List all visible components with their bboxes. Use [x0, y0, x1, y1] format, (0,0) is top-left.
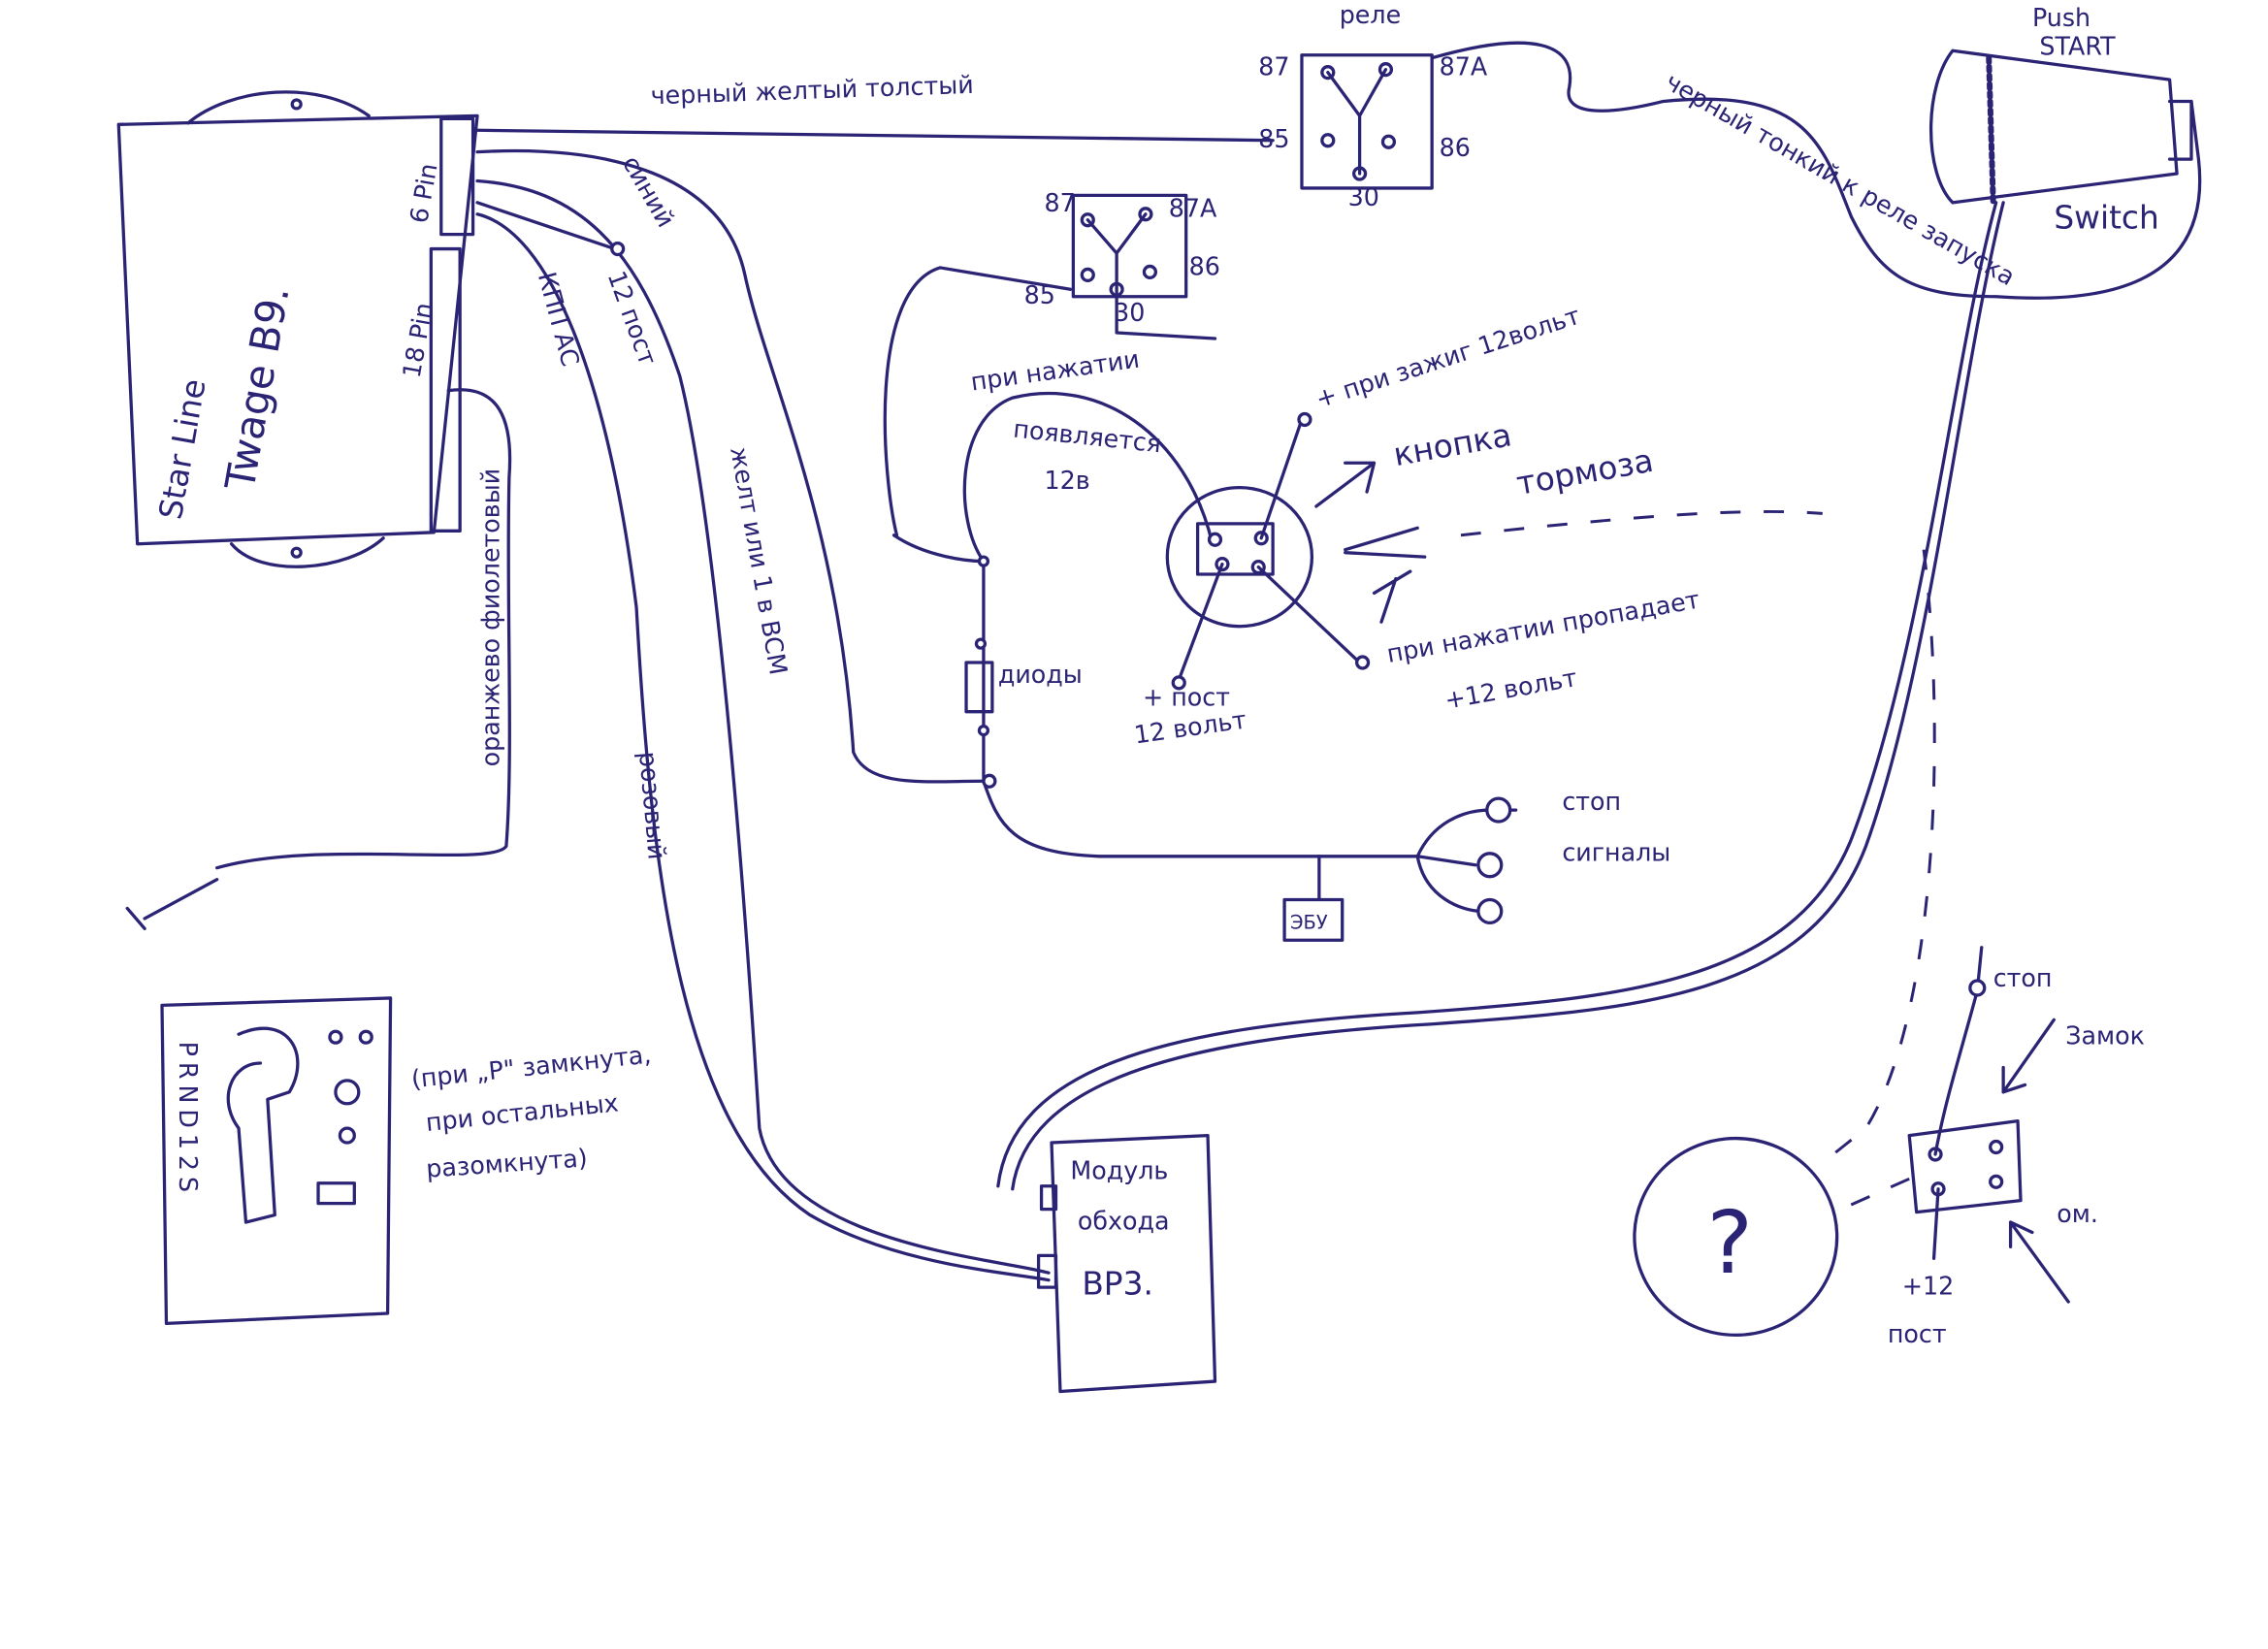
- relay-top-87a: 87A: [1440, 52, 1488, 81]
- question-mark: ?: [1706, 1193, 1752, 1294]
- brake-appears-1: при нажатии: [969, 344, 1142, 397]
- relay-mid-87: 87: [1045, 188, 1076, 217]
- relay-mid-87a: 87A: [1169, 194, 1217, 223]
- brake-disappears-2: +12 вольт: [1442, 663, 1579, 715]
- ignition-lock: стоп Замок ом. +12 пост: [1888, 946, 2145, 1348]
- module-line1: Модуль: [1070, 1155, 1168, 1184]
- wire-label-yellow: желт или 1 в BCM: [725, 444, 794, 677]
- bypass-module: Модуль обхода BP3.: [1036, 1133, 1217, 1394]
- push-title-1: Push: [2032, 3, 2090, 32]
- brake-appears-3: 12в: [1045, 466, 1090, 495]
- diodes-label: диоды: [998, 660, 1083, 689]
- wire-label-top: черный желтый толстый: [650, 70, 974, 111]
- module-line2: обхода: [1078, 1207, 1170, 1236]
- connector-6pin: [439, 116, 475, 237]
- brake-button-1: кнопка: [1391, 416, 1514, 473]
- relay-top: реле 87 87A 85 86 30: [1258, 0, 1488, 211]
- relay-mid-30: 30: [1114, 298, 1145, 327]
- wire-label-start: черный тонкий к реле запуска: [1661, 67, 2021, 291]
- brake-ignition: + при зажиг 12вольт: [1312, 301, 1583, 414]
- relay-top-85: 85: [1258, 124, 1289, 153]
- pin6-label: 6 Pin: [404, 161, 442, 225]
- wire-label-const12: 12 пост: [602, 267, 664, 369]
- brake-appears-2: появляется: [1012, 414, 1162, 459]
- push-start-switch: Push START Switch: [1928, 3, 2193, 237]
- stop-label-1: стоп: [1562, 787, 1621, 816]
- lock-const-1: +12: [1902, 1272, 1954, 1301]
- relay-top-87: 87: [1258, 52, 1289, 81]
- push-title-2: START: [2039, 32, 2116, 61]
- ecu-label: ЭБУ: [1290, 911, 1328, 933]
- selector-note-2: при остальных: [424, 1087, 620, 1137]
- relay-mid: 87 87A 85 86 30: [1024, 188, 1220, 340]
- wire-label-orange: оранжево фиолетовый: [475, 469, 504, 767]
- gear-positions: PRND12S: [174, 1042, 203, 1198]
- alarm-unit: Star Line Twage B9. 6 Pin 18 Pin: [116, 90, 479, 568]
- lock-stop: стоп: [1993, 963, 2053, 992]
- unknown-component: ?: [1633, 1136, 1839, 1337]
- module-line3: BP3.: [1082, 1266, 1153, 1303]
- brake-switch: [1165, 411, 1427, 691]
- brake-const-1: + пост: [1143, 683, 1230, 712]
- wire-label-pink: розовый: [633, 750, 672, 860]
- push-switch-label: Switch: [2054, 200, 2158, 237]
- relay-mid-86: 86: [1189, 251, 1220, 280]
- stop-label-2: сигналы: [1562, 837, 1670, 866]
- wire-label-kpp: КПП АС: [533, 269, 586, 370]
- unit-model: Twage B9.: [215, 282, 298, 495]
- unit-brand: Star Line: [152, 376, 213, 522]
- selector-note-3: разомкнута): [425, 1143, 588, 1183]
- gear-selector: PRND12S: [160, 996, 393, 1326]
- relay-top-86: 86: [1440, 133, 1471, 162]
- wires: [125, 41, 2202, 1282]
- relay-top-30: 30: [1348, 182, 1379, 211]
- selector-note-1: (при „P" замкнута,: [409, 1040, 652, 1094]
- brake-button-2: тормоза: [1513, 442, 1656, 502]
- relay-mid-85: 85: [1024, 280, 1055, 309]
- lock-const-2: пост: [1888, 1319, 1947, 1348]
- wire-label-blue: синий: [617, 150, 681, 232]
- brake-disappears-1: при нажатии пропадает: [1384, 585, 1701, 668]
- lock-om: ом.: [2057, 1199, 2098, 1228]
- lock-label: Замок: [2065, 1021, 2145, 1051]
- relay-top-title: реле: [1340, 0, 1401, 29]
